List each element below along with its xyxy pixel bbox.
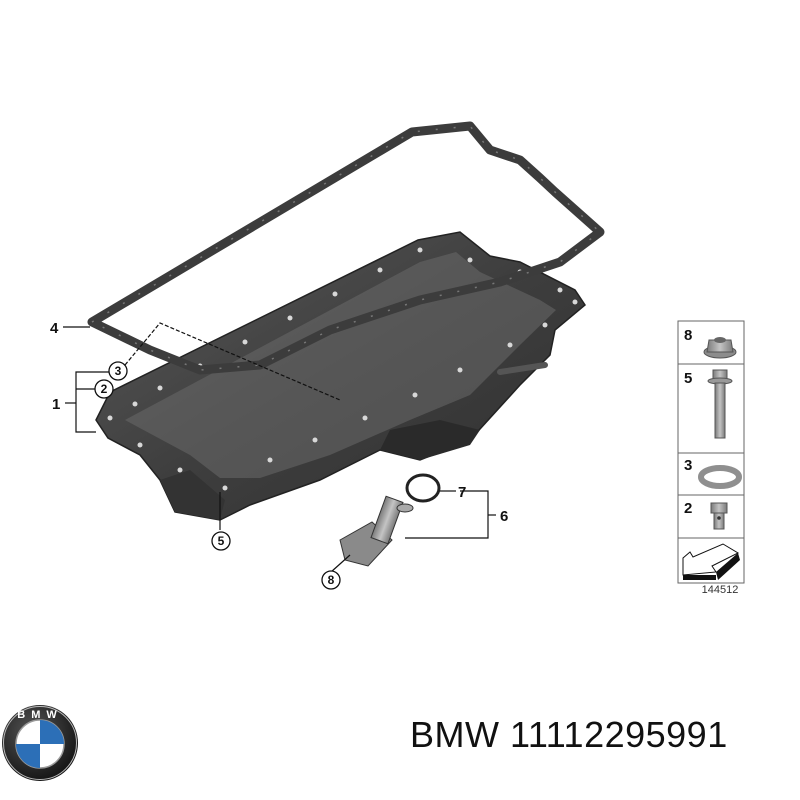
callout-4: 4 [50, 320, 59, 337]
oil-strainer-assembly [339, 495, 414, 567]
bmw-logo: BMW [2, 705, 78, 781]
svg-text:BMW: BMW [17, 709, 63, 721]
diagram-number: 144512 [701, 584, 739, 596]
direction-arrow-icon [682, 543, 740, 580]
oil-pan-gasket [87, 121, 605, 375]
svg-text:2: 2 [101, 382, 108, 396]
callout-6: 6 [500, 508, 508, 525]
svg-text:3: 3 [115, 364, 122, 378]
callout-2: 2 [94, 379, 114, 399]
o-ring [405, 473, 441, 503]
legend-item-5: 5 [684, 369, 733, 439]
svg-text:5: 5 [218, 534, 225, 548]
oil-pan [95, 231, 586, 521]
legend-item-8: 8 [684, 327, 737, 359]
svg-text:2: 2 [684, 500, 692, 517]
callout-7: 7 [458, 484, 466, 501]
callout-8: 8 [321, 570, 341, 590]
svg-text:3: 3 [684, 457, 692, 474]
callout-5: 5 [211, 531, 231, 551]
svg-text:8: 8 [328, 573, 335, 587]
callout-1: 1 [52, 396, 60, 413]
parts-legend: 8 5 3 2 [677, 320, 745, 584]
brand-name: BMW [410, 714, 500, 755]
part-number: 11112295991 [510, 714, 728, 755]
part-caption: BMW 11112295991 [410, 714, 728, 756]
callout-3: 3 [108, 361, 128, 381]
legend-item-3: 3 [684, 457, 742, 489]
legend-item-2: 2 [684, 500, 728, 530]
leader-lines [63, 322, 496, 573]
svg-text:8: 8 [684, 327, 692, 344]
svg-text:5: 5 [684, 370, 692, 387]
